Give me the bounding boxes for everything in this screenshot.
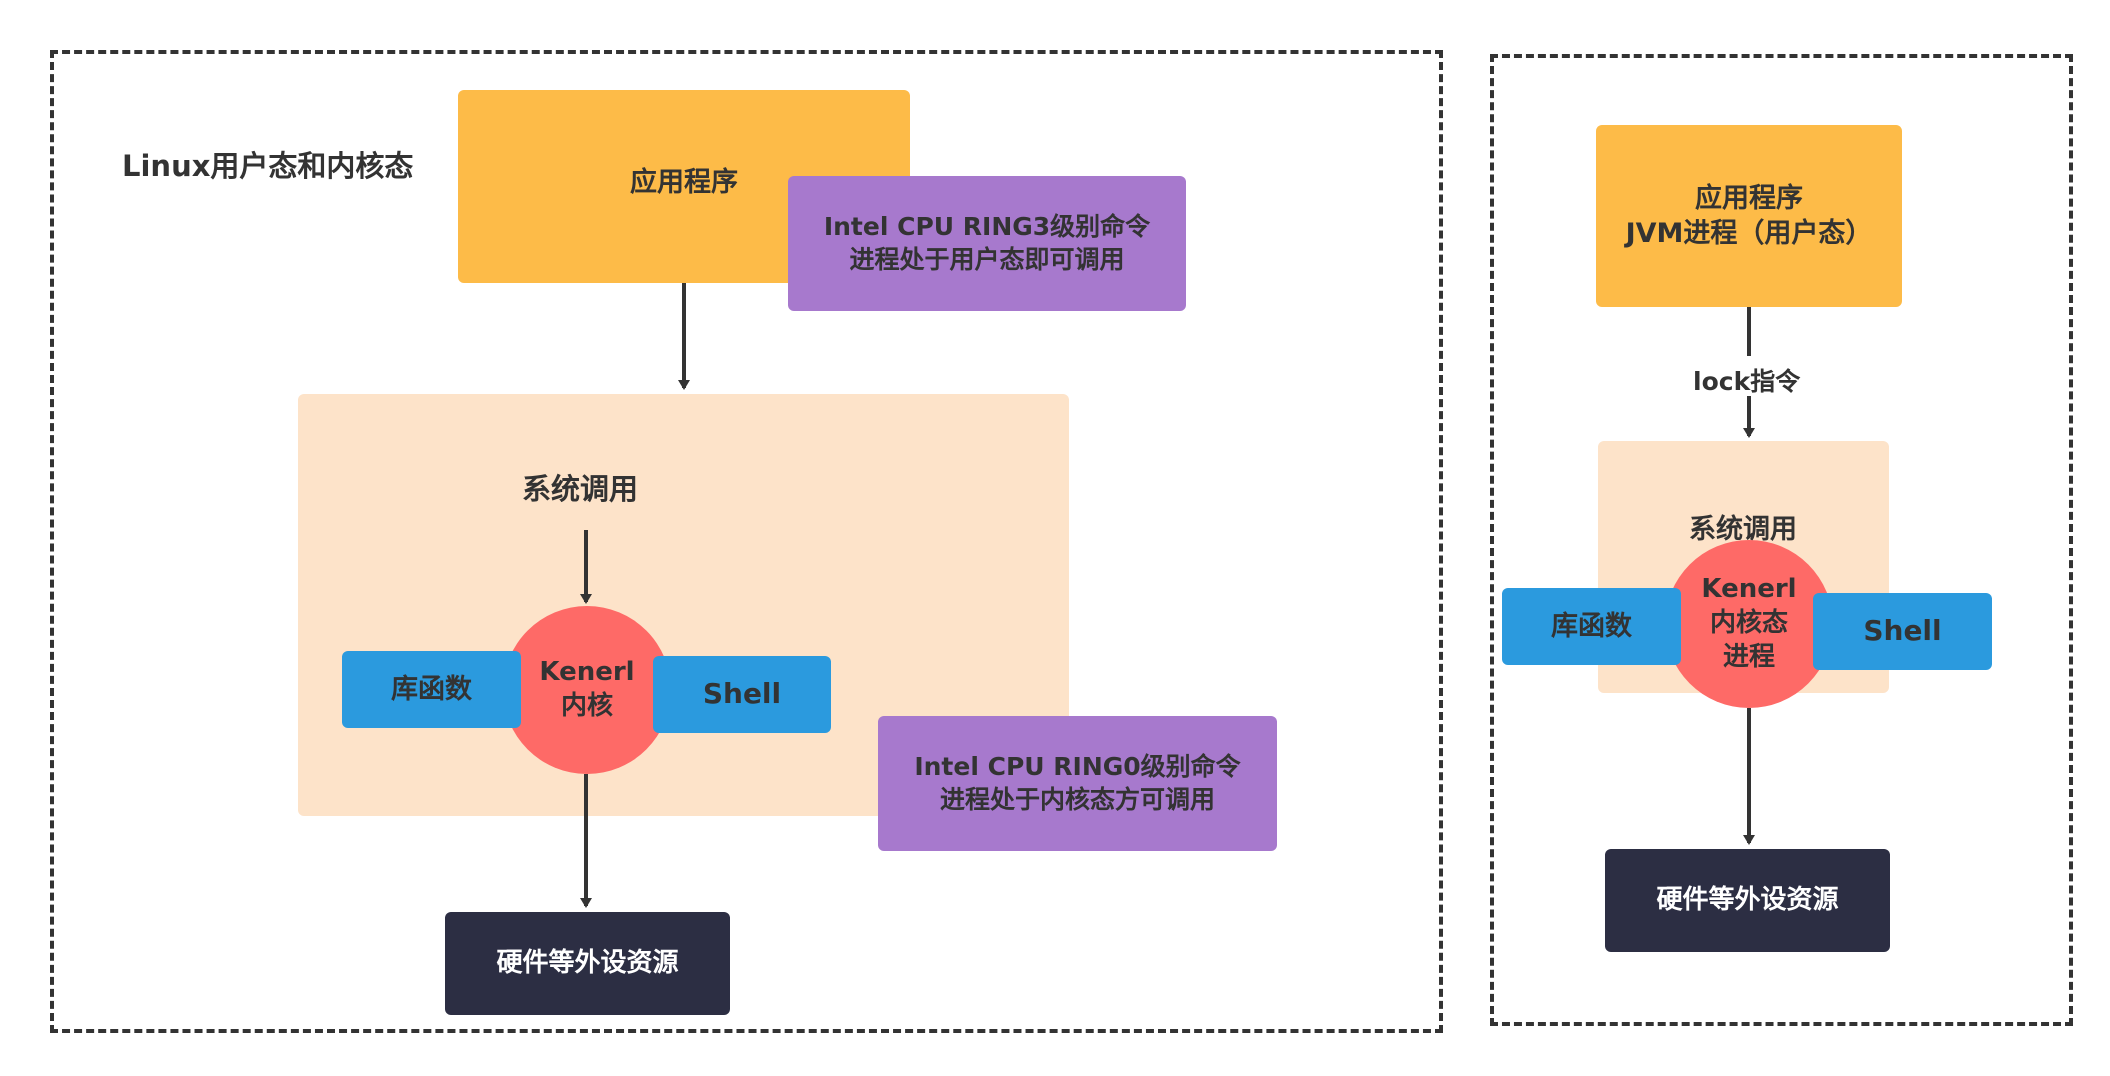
left-ring0-label: Intel CPU RING0级别命令 进程处于内核态方可调用 [914, 752, 1241, 814]
right-kernel-circle: Kenerl 内核态 进程 [1665, 540, 1833, 708]
right-syscall-label: 系统调用 [1689, 514, 1797, 545]
left-shell-box: Shell [653, 656, 831, 733]
right-app-box: 应用程序 JVM进程（用户态） [1596, 125, 1902, 307]
left-hardware-label: 硬件等外设资源 [496, 947, 679, 978]
right-panel-frame [1490, 54, 2073, 1026]
right-library-box: 库函数 [1502, 588, 1681, 665]
left-panel-title: Linux用户态和内核态 [122, 149, 414, 183]
left-shell-label: Shell [702, 677, 782, 711]
lock-instruction-label: lock指令 [1693, 362, 1801, 398]
right-library-label: 库函数 [1551, 610, 1632, 642]
right-shell-box: Shell [1813, 593, 1992, 670]
left-ring0-box: Intel CPU RING0级别命令 进程处于内核态方可调用 [878, 716, 1277, 851]
right-app-label: 应用程序 JVM进程（用户态） [1625, 182, 1873, 249]
right-hardware-label: 硬件等外设资源 [1656, 884, 1839, 915]
left-app-label: 应用程序 [630, 166, 738, 198]
right-shell-label: Shell [1863, 614, 1942, 648]
right-kernel-label: Kenerl 内核态 进程 [1701, 574, 1797, 672]
left-hardware-box: 硬件等外设资源 [445, 912, 730, 1015]
left-library-box: 库函数 [342, 651, 521, 728]
left-syscall-label: 系统调用 [522, 472, 639, 506]
right-hardware-box: 硬件等外设资源 [1605, 849, 1890, 952]
left-kernel-label: Kenerl 内核 [539, 657, 635, 721]
left-library-label: 库函数 [391, 673, 472, 705]
left-ring3-box: Intel CPU RING3级别命令 进程处于用户态即可调用 [788, 176, 1186, 311]
left-panel-frame [50, 50, 1443, 1033]
left-kernel-circle: Kenerl 内核 [503, 606, 671, 774]
left-ring3-label: Intel CPU RING3级别命令 进程处于用户态即可调用 [823, 212, 1151, 274]
